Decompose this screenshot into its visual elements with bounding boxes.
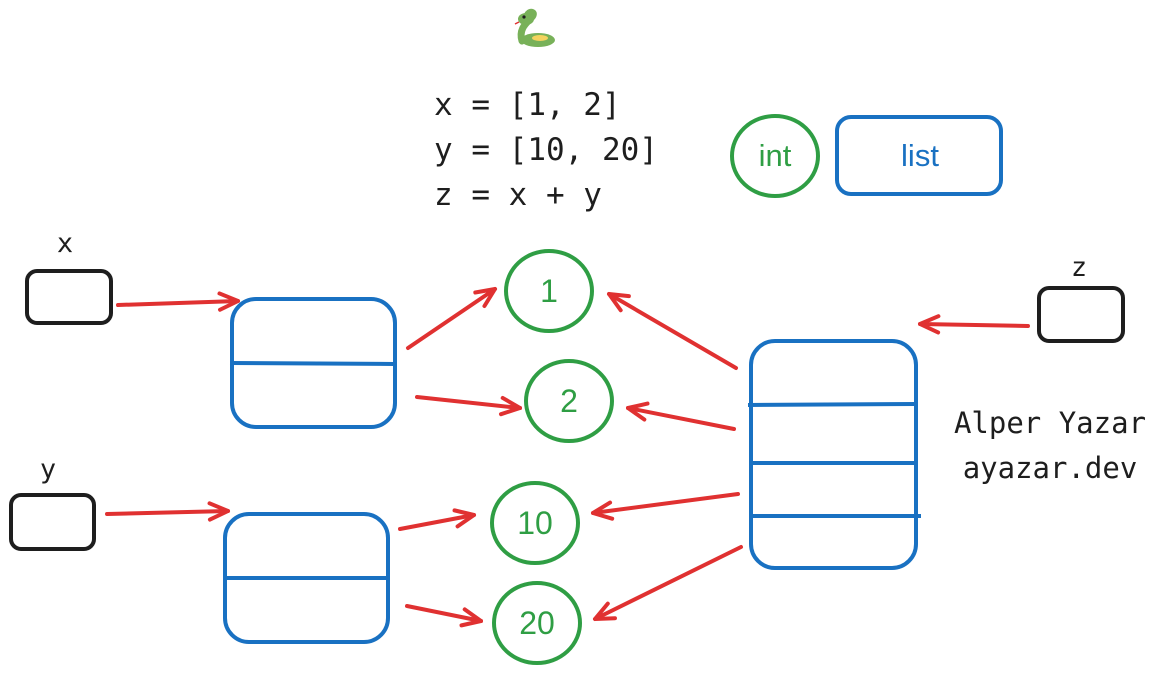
int-20: 20 xyxy=(492,581,582,665)
legend-list: list xyxy=(835,115,1003,196)
arrow-z-to-list xyxy=(918,314,1030,335)
int-1: 1 xyxy=(504,249,594,333)
variable-x-box xyxy=(25,269,113,325)
int-10: 10 xyxy=(490,481,580,565)
snake-icon xyxy=(514,8,555,47)
code-line-z: z = x + y xyxy=(434,177,602,213)
arrow-listz-to-2 xyxy=(626,401,736,431)
int-2-label: 2 xyxy=(560,383,578,419)
arrow-listz-to-1 xyxy=(607,292,738,370)
list-y xyxy=(223,512,390,644)
reference-arrows xyxy=(105,287,1030,628)
variable-z-label: z xyxy=(1071,252,1087,283)
legend-int: int xyxy=(730,114,820,198)
variable-z-box xyxy=(1037,286,1125,343)
int-1-label: 1 xyxy=(540,273,558,309)
arrow-listz-to-10 xyxy=(591,492,740,521)
variable-y-box xyxy=(9,493,96,551)
code-line-x: x = [1, 2] xyxy=(434,87,621,123)
arrow-listy-to-10 xyxy=(398,508,476,531)
arrow-x-to-list xyxy=(116,291,240,312)
int-2: 2 xyxy=(524,359,614,443)
author-site: ayazar.dev xyxy=(963,451,1138,485)
legend-list-label: list xyxy=(901,138,939,173)
code-line-y: y = [10, 20] xyxy=(434,132,658,168)
variable-y-label: y xyxy=(40,454,56,485)
arrow-listy-to-20 xyxy=(405,604,483,628)
list-z xyxy=(747,339,921,570)
int-20-label: 20 xyxy=(519,605,555,641)
variable-x-label: x xyxy=(57,228,73,259)
list-x xyxy=(229,297,397,429)
int-10-label: 10 xyxy=(517,505,553,541)
arrow-listx-to-1 xyxy=(406,287,497,350)
arrow-listz-to-20 xyxy=(593,545,743,621)
arrow-listx-to-2 xyxy=(415,395,522,417)
arrow-y-to-list xyxy=(105,501,230,522)
author-name: Alper Yazar xyxy=(954,406,1146,440)
legend-int-label: int xyxy=(759,138,792,173)
